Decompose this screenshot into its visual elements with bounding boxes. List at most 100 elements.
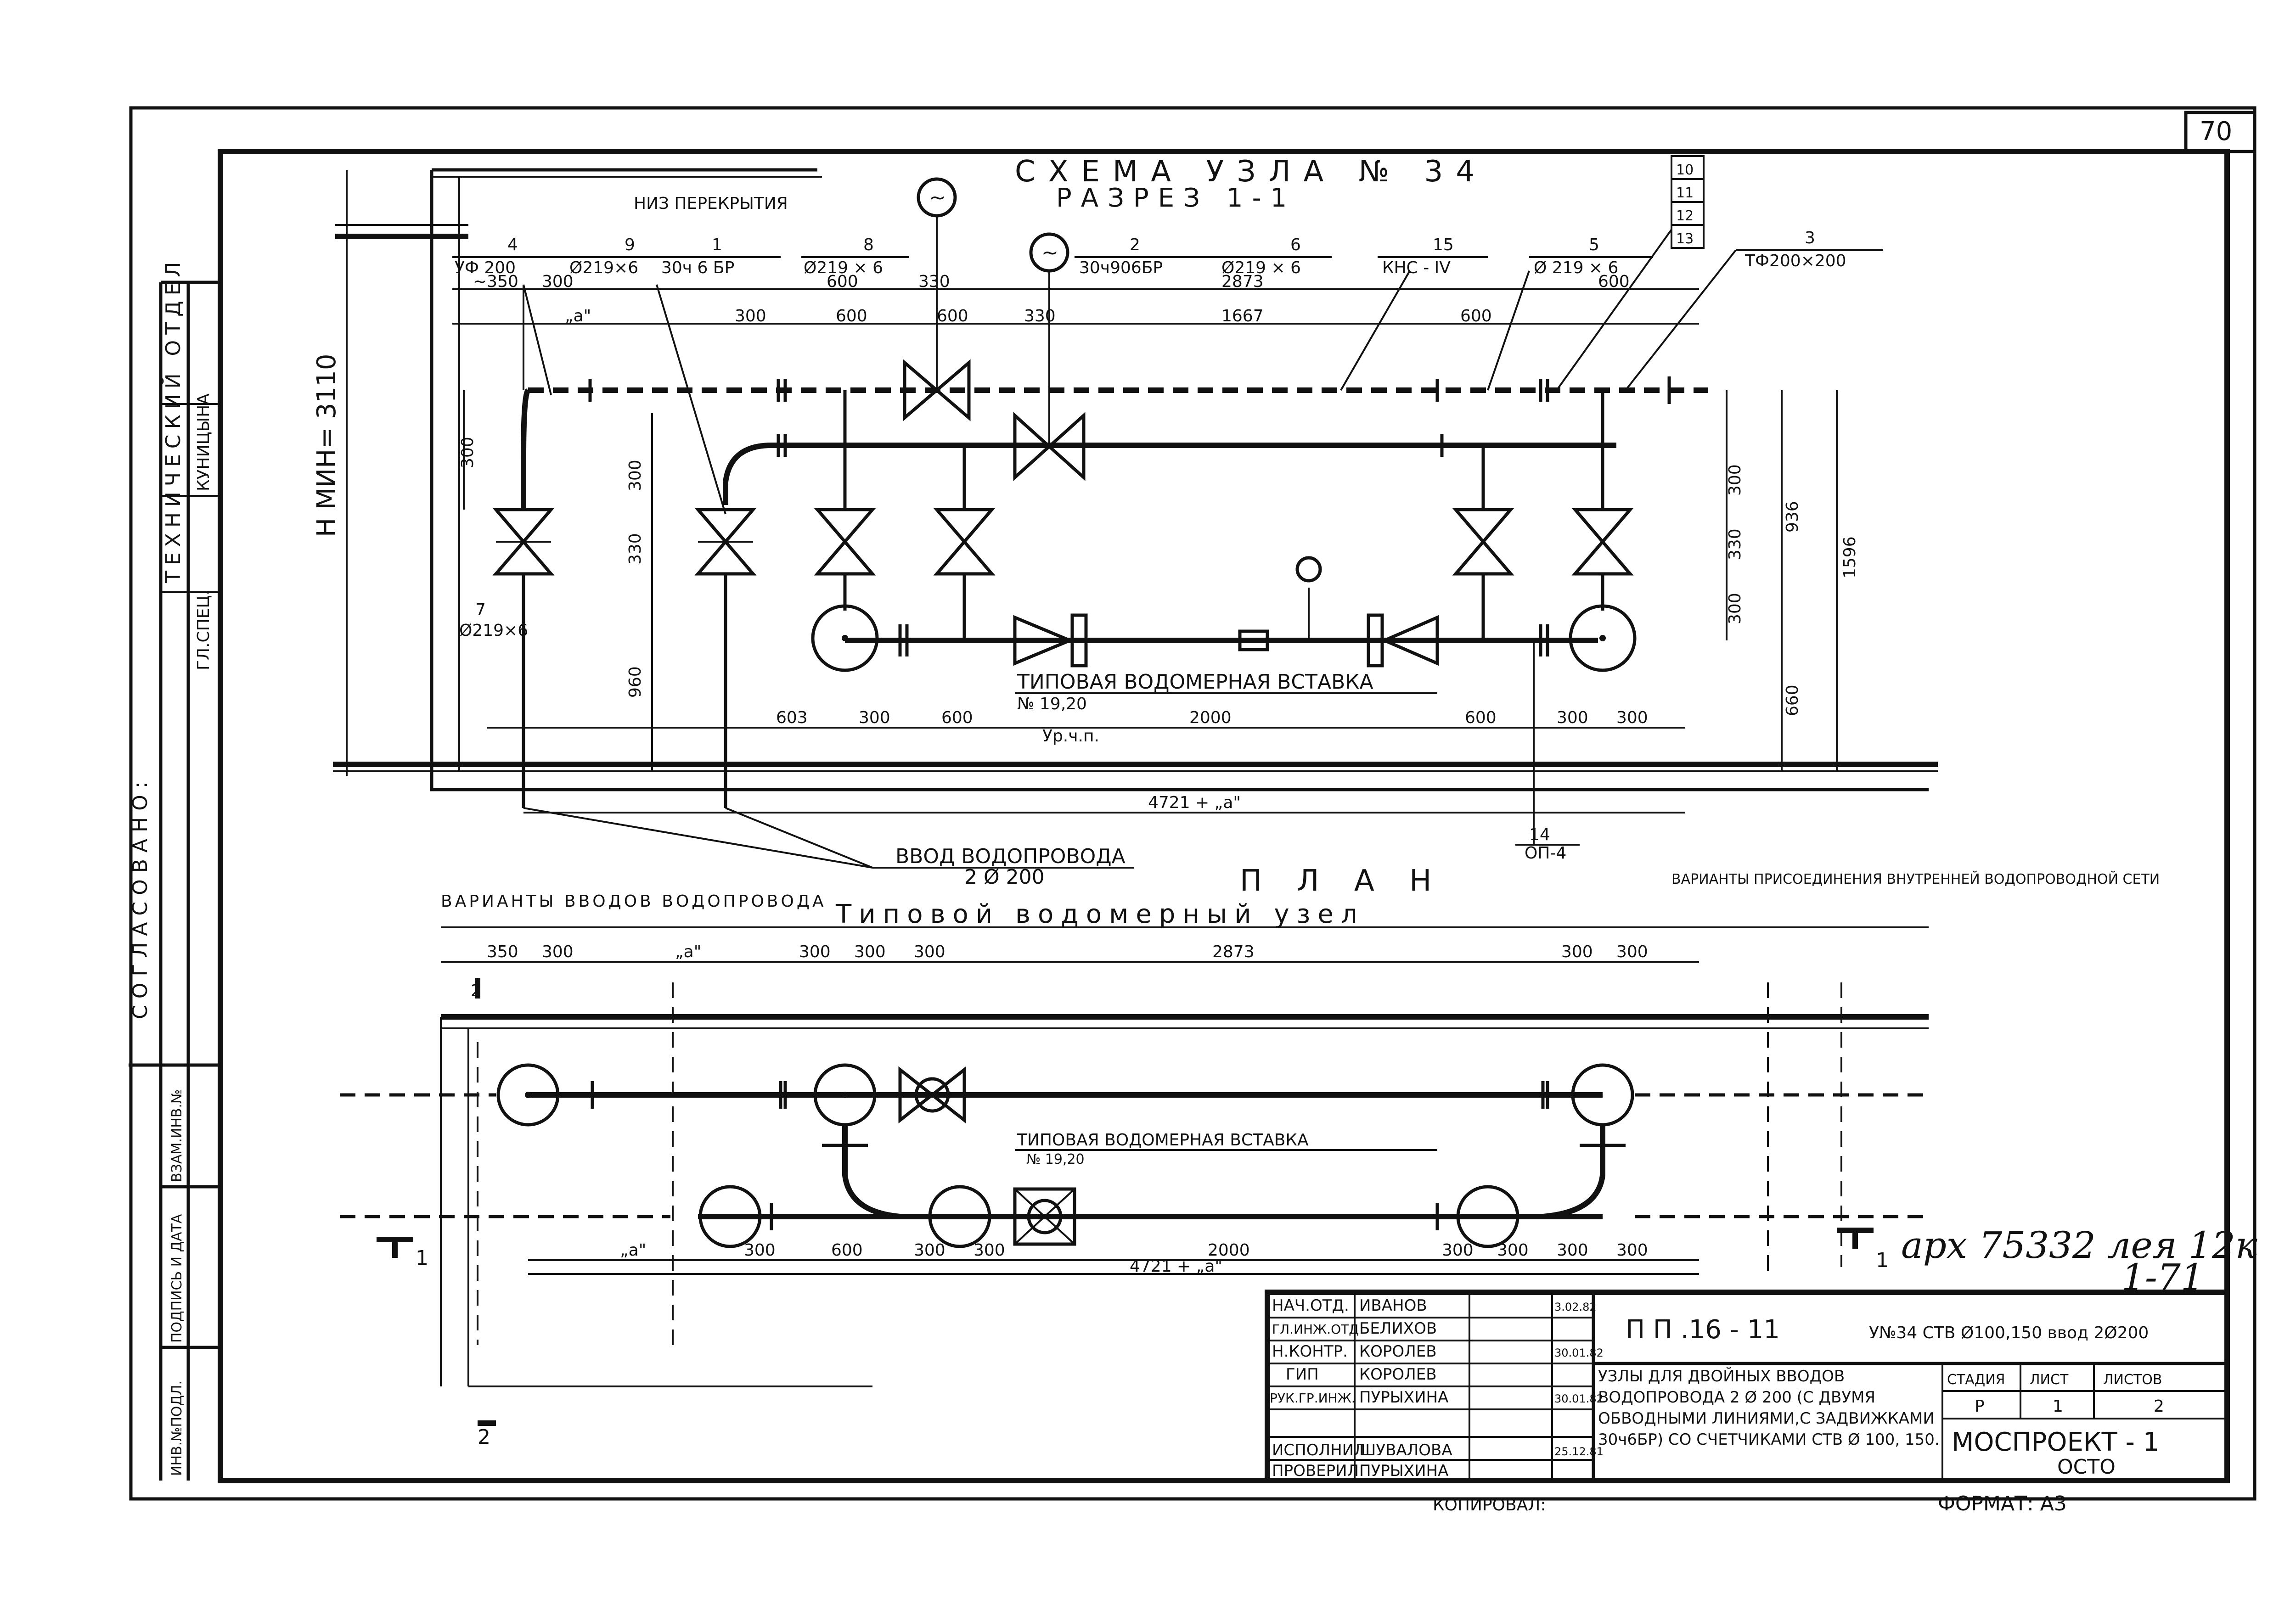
callout-number: 9 [625,236,635,254]
callout-number: 15 [1433,236,1454,254]
callout-number: 5 [1589,236,1599,254]
org-name: МОСПРОЕКТ - 1 [1952,1427,2159,1457]
gate-valve [933,508,996,576]
dim-value: 600 [827,272,858,291]
role-cell: РУК.ГР.ИНЖ. [1270,1391,1356,1406]
gate-valve [492,508,555,576]
name-cell: ШУВАЛОВА [1359,1441,1452,1459]
plan-flanges [591,1081,1626,1230]
role-cell: Н.КОНТР. [1272,1342,1348,1361]
dim-value: 300 [458,437,477,468]
dim-value: 300 [1442,1241,1474,1260]
insert-ref: № 19,20 [1017,695,1087,713]
dim-value: 600 [1460,307,1492,325]
name-cell: БЕЛИХОВ [1359,1319,1437,1338]
inv-replace-label: ВЗАМ.ИНВ.№ [169,1089,185,1182]
dim-value: 2000 [1208,1241,1250,1260]
page-number-box [2184,111,2257,153]
cut-mark-label: 2 [471,982,481,1000]
date-cell: 30.01.82 [1554,1346,1604,1359]
dim-value: 300 [1561,942,1593,961]
role-cell: ГИП [1286,1365,1319,1384]
plan-variants-left: ВАРИАНТЫ ВВОДОВ ВОДОПРОВОДА [441,892,827,911]
dim-value: 600 [836,307,867,325]
plan-tee [928,1185,991,1248]
dim-value: 330 [918,272,950,291]
plan-tee [813,1063,877,1127]
callout-number: 4 [507,236,518,254]
intake-size: 2 Ø 200 [964,865,1045,889]
gate-valve [1571,508,1634,576]
name-cell: ПУРЫХИНА [1359,1388,1448,1407]
dim-value: 600 [937,307,968,325]
dim-value: 603 [776,708,808,727]
sheets-header: ЛИСТОВ [2103,1372,2162,1388]
sheet-value: 1 [2053,1397,2063,1416]
role-cell: НАЧ.ОТД. [1272,1296,1349,1315]
dim-value: 1667 [1221,307,1264,325]
dim-value: 300 [914,1241,945,1260]
dim-value: 300 [1497,1241,1529,1260]
side-stamp: СОГЛАСОВАНО: ТЕХНИЧЕСКИЙ ОТДЕЛ ГЛ.СПЕЦ. … [129,257,220,1481]
plan-walls [440,1014,1929,1387]
svg-text:~: ~ [1041,241,1058,264]
plan-tee [1571,1063,1634,1127]
name-cell: КОРОЛЕВ [1359,1365,1437,1384]
callout-text: УФ 200 [455,258,516,277]
dim-value: 300 [744,1241,776,1260]
person-name: КУНИЦЫНА [194,393,213,491]
plan-tee [496,1063,560,1127]
dim-total: 4721 + „a" [1130,1257,1222,1276]
plan-meter-valve: ~ [1013,1187,1076,1246]
section-subtitle: РАЗРЕЗ 1-1 [1056,183,1296,213]
intake-title: ВВОД ВОДОПРОВОДА [895,845,1125,868]
dim-value: 660 [1783,684,1802,716]
svg-text:~: ~ [1038,1209,1052,1228]
insert-title: ТИПОВАЯ ВОДОМЕРНАЯ ВСТАВКА [1017,670,1373,694]
dimension-texts: ~350 300 600 330 2873 600 „a" 300 600 60… [458,272,1859,812]
dim-value: 300 [542,272,574,291]
section-title: СХЕМА УЗЛА № 34 [1015,155,1487,189]
motorized-valve-upper: ~ [917,177,957,390]
dim-value: 936 [1783,501,1802,533]
stage-header: СТАДИЯ [1947,1372,2005,1388]
callout-number: 1 [712,236,722,254]
sheet-header: ЛИСТ [2030,1372,2069,1388]
title-block [1265,1290,2230,1483]
role-label: ГЛ.СПЕЦ. [194,590,213,670]
intake-label: ВВОД ВОДОПРОВОДА 2 Ø 200 [523,807,1134,889]
dim-value: 330 [626,533,645,565]
plan-tee [698,1185,762,1248]
description-box: УЗЛЫ ДЛЯ ДВОЙНЫХ ВВОДОВ ВОДОПРОВОДА 2 Ø … [1598,1367,1940,1449]
plan-tee [1456,1185,1519,1248]
gate-valve [814,508,876,576]
sign-date-label: ПОДПИСЬ И ДАТА [169,1214,185,1343]
date-cell: 30.01.82 [1554,1392,1604,1405]
dim-value: „a" [620,1241,646,1260]
dim-value: 300 [914,942,945,961]
dim-value: 300 [974,1241,1005,1260]
stage-value: Р [1975,1397,1985,1416]
meter-insert [1013,556,1439,668]
sheets-value: 2 [2154,1397,2164,1416]
plan-title: П Л А Н [1240,864,1444,898]
agreed-label: СОГЛАСОВАНО: [129,775,152,1019]
callout-text: Ø219 × 6 [1221,258,1301,277]
flanges [588,376,1671,656]
cut-mark-label: 1 [1876,1249,1889,1272]
plan-dimension-lines [441,961,1699,1275]
callout-text: 30ч 6 БР [661,258,734,277]
plan-bypass-left [842,1125,900,1219]
date-cell: 3.02.82 [1554,1301,1597,1313]
node-label: У№34 СТВ Ø100,150 ввод 2Ø200 [1869,1324,2149,1342]
callout-number: 3 [1805,229,1815,247]
callout-number: 7 [475,600,486,619]
list-item: 11 [1676,185,1694,201]
plan-variants-right: ВАРИАНТЫ ПРИСОЕДИНЕНИЯ ВНУТРЕННЕЙ ВОДОПР… [1671,871,2160,887]
dim-value: 2873 [1221,272,1264,291]
page-number: 70 [2200,117,2232,146]
elbow-left [521,388,531,510]
dim-value: 600 [1465,708,1497,727]
dim-value: 600 [831,1241,863,1260]
callout-number: 14 [1529,825,1550,844]
